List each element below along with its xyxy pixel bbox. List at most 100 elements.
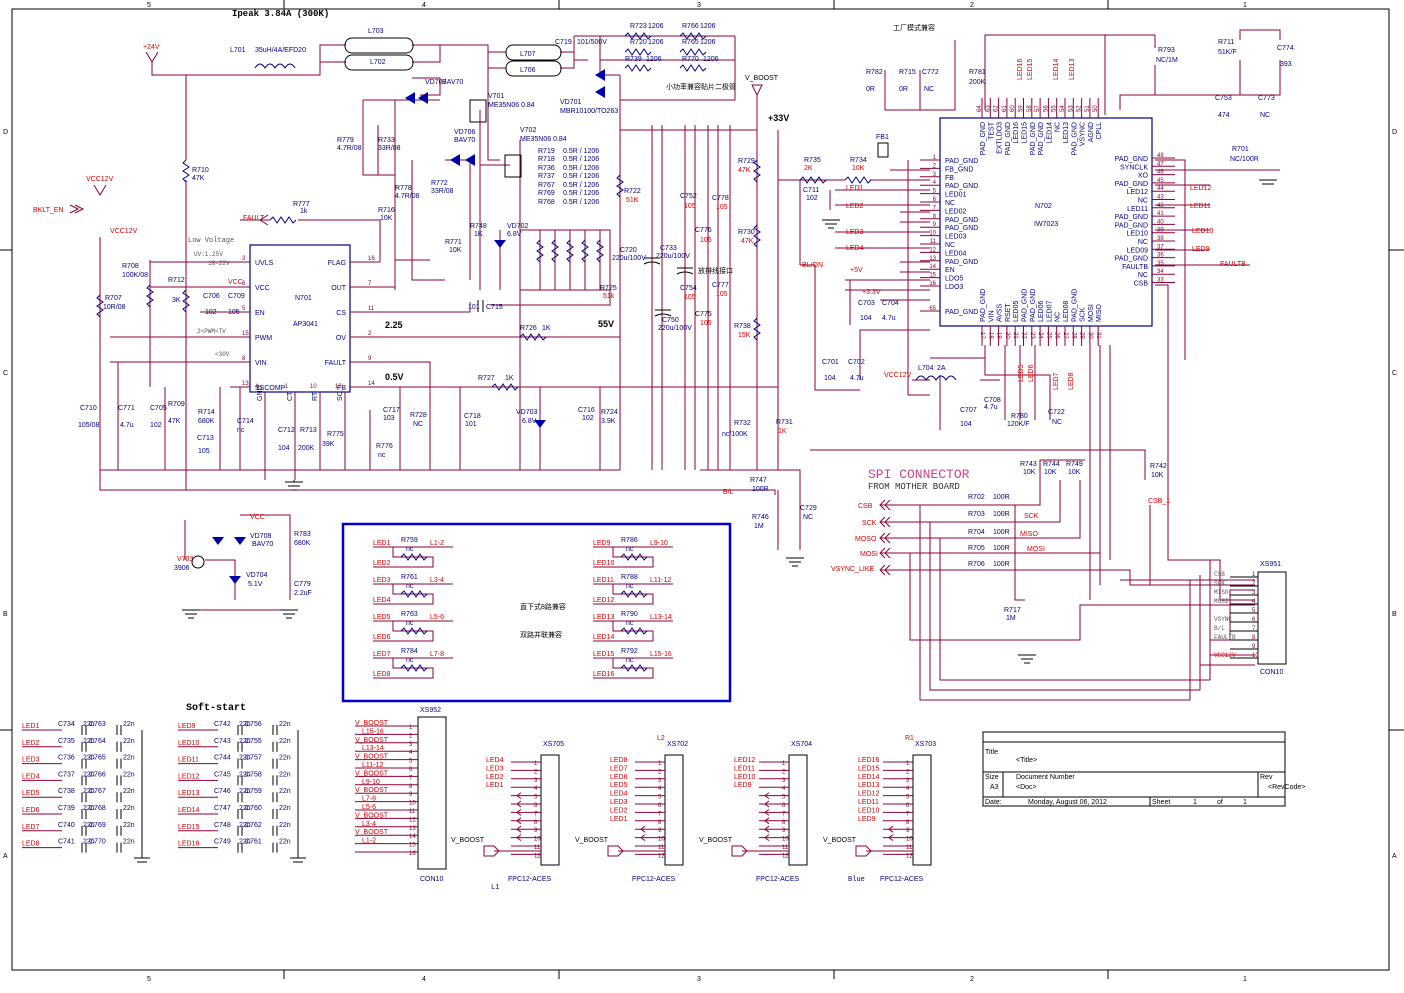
jumper-ref: R763 bbox=[401, 611, 418, 618]
pin-number: 51 bbox=[1085, 105, 1091, 112]
cap-ref: C710 bbox=[80, 405, 97, 412]
res-ref: R725 bbox=[600, 285, 617, 292]
res-ref: R742 bbox=[1150, 463, 1167, 470]
softcap-ref: C737 bbox=[58, 771, 75, 778]
softcap-value: 22n bbox=[239, 738, 251, 745]
svg-text:R719: R719 bbox=[538, 148, 555, 155]
pin-number: 4 bbox=[658, 786, 662, 792]
cap-ref: C707 bbox=[960, 407, 977, 414]
pin-number: 4 bbox=[782, 786, 786, 792]
pin-number: 2 bbox=[368, 331, 372, 337]
svg-text:0.5R / 1206: 0.5R / 1206 bbox=[563, 173, 599, 180]
svg-text:0.5R / 1206: 0.5R / 1206 bbox=[563, 148, 599, 155]
resistor-r739 bbox=[624, 64, 652, 72]
res-ref: R727 bbox=[478, 375, 495, 382]
fpc-net: LED5 bbox=[610, 782, 628, 789]
pin-number: 52 bbox=[1077, 105, 1083, 112]
pin-number: 7 bbox=[658, 811, 662, 817]
fpc-ref: XS705 bbox=[543, 741, 564, 748]
pin-number: 1 bbox=[1252, 572, 1256, 578]
pin-name: PAD_GND bbox=[1115, 156, 1148, 163]
res-ref: R717 bbox=[1004, 607, 1021, 614]
pin-label: L9-10 bbox=[362, 779, 380, 786]
svg-text:LED5: LED5 bbox=[1018, 364, 1025, 382]
res-ref: R777 bbox=[293, 201, 310, 208]
res-value: 100R bbox=[993, 545, 1010, 552]
res-value: 1K bbox=[505, 375, 514, 382]
col-marker: 1 bbox=[1243, 976, 1247, 983]
svg-text:0.5R / 1206: 0.5R / 1206 bbox=[563, 156, 599, 163]
pin-number: 23 bbox=[1029, 332, 1035, 339]
net-label-vcc12v: VCC12V bbox=[110, 228, 138, 235]
diode-ref: VD702 bbox=[507, 223, 529, 230]
pin-number: 11 bbox=[930, 239, 937, 245]
fpc-net: LED13 bbox=[858, 782, 880, 789]
pin-number: 6 bbox=[782, 803, 786, 809]
pin-number: 6 bbox=[409, 767, 413, 773]
softcap-value: 22n bbox=[279, 805, 291, 812]
net-label-vboost: V_BOOST bbox=[745, 75, 779, 82]
pin-number: 9 bbox=[933, 222, 937, 228]
inductor-value: 35uH/4A/EFD20 bbox=[255, 47, 306, 54]
cap-ref: C711 bbox=[803, 187, 819, 194]
res-value: 1k bbox=[300, 208, 308, 215]
pin-label: V_BOOST bbox=[355, 787, 389, 794]
ic-ref: N702 bbox=[1035, 203, 1052, 210]
jumper-ref: R759 bbox=[401, 537, 418, 544]
pin-number: 2 bbox=[534, 769, 538, 775]
pin-name: LED10 bbox=[1127, 231, 1149, 238]
res-ref: R701 bbox=[1232, 146, 1249, 153]
pin-name: LED04 bbox=[945, 250, 967, 257]
res-ref: R743 bbox=[1020, 461, 1037, 468]
inductor-l707 bbox=[505, 44, 562, 61]
res-ref: R748 bbox=[470, 223, 487, 230]
pin-label: VSYNC bbox=[1214, 616, 1232, 623]
pin-number: 9 bbox=[409, 792, 413, 798]
res-value: 10K bbox=[1151, 472, 1164, 479]
softcap-value: 22n bbox=[123, 822, 135, 829]
softcap-value: 22n bbox=[123, 721, 135, 728]
nc-arrow bbox=[640, 834, 646, 841]
vboost-flag bbox=[855, 845, 872, 857]
pin-number: 8 bbox=[906, 820, 910, 826]
fpc-net: LED12 bbox=[858, 791, 880, 798]
res-value: NC/1M bbox=[1156, 57, 1178, 64]
spi-section: SPI CONNECTOR FROM MOTHER BOARD CSB SCK … bbox=[831, 459, 1287, 701]
res-value: 47K bbox=[738, 167, 751, 174]
pin-number: 2 bbox=[658, 769, 662, 775]
pin-number: 10 bbox=[782, 837, 789, 843]
softcap-net: LED9 bbox=[178, 723, 196, 730]
cap-value: NC bbox=[924, 86, 934, 93]
pin-number: 13 bbox=[409, 826, 416, 832]
softcap-value: 22n bbox=[83, 822, 95, 829]
svg-text:0.5R / 1206: 0.5R / 1206 bbox=[563, 190, 599, 197]
res-ref: R702 bbox=[968, 494, 985, 501]
res-value: 47K bbox=[192, 175, 205, 182]
cap-ref: C773 bbox=[1258, 95, 1275, 102]
softcap-value: 22n bbox=[239, 839, 251, 846]
pin-name: SCK bbox=[1080, 307, 1087, 322]
rev-label: Rev bbox=[1260, 774, 1273, 781]
resistor-r766 bbox=[679, 32, 707, 40]
jumper-ref: R761 bbox=[401, 574, 418, 581]
pin-name: LED07 bbox=[1046, 300, 1053, 322]
pin-number: 40 bbox=[1157, 219, 1164, 225]
rev-value: <RevCode> bbox=[1268, 784, 1305, 791]
softcap-net: LED3 bbox=[22, 757, 40, 764]
res-value: 100R bbox=[993, 561, 1010, 568]
pin-number: 15 bbox=[242, 331, 249, 337]
pin-label: L15-16 bbox=[362, 728, 384, 735]
cap-ref: C701 bbox=[822, 359, 839, 366]
diode-ref: VD708 bbox=[250, 533, 272, 540]
pin-label: L13-14 bbox=[362, 745, 384, 752]
fpc-body bbox=[664, 754, 684, 866]
inductor-l702 bbox=[344, 54, 414, 71]
title-label: Title bbox=[985, 749, 998, 756]
pin-number: 5 bbox=[782, 795, 786, 801]
resistor-r710 bbox=[182, 159, 190, 183]
resistor-r734 bbox=[844, 176, 872, 184]
pin-number: 4 bbox=[1252, 599, 1256, 605]
jumper-wire bbox=[373, 584, 434, 605]
res-ref: R711 bbox=[1218, 39, 1234, 46]
